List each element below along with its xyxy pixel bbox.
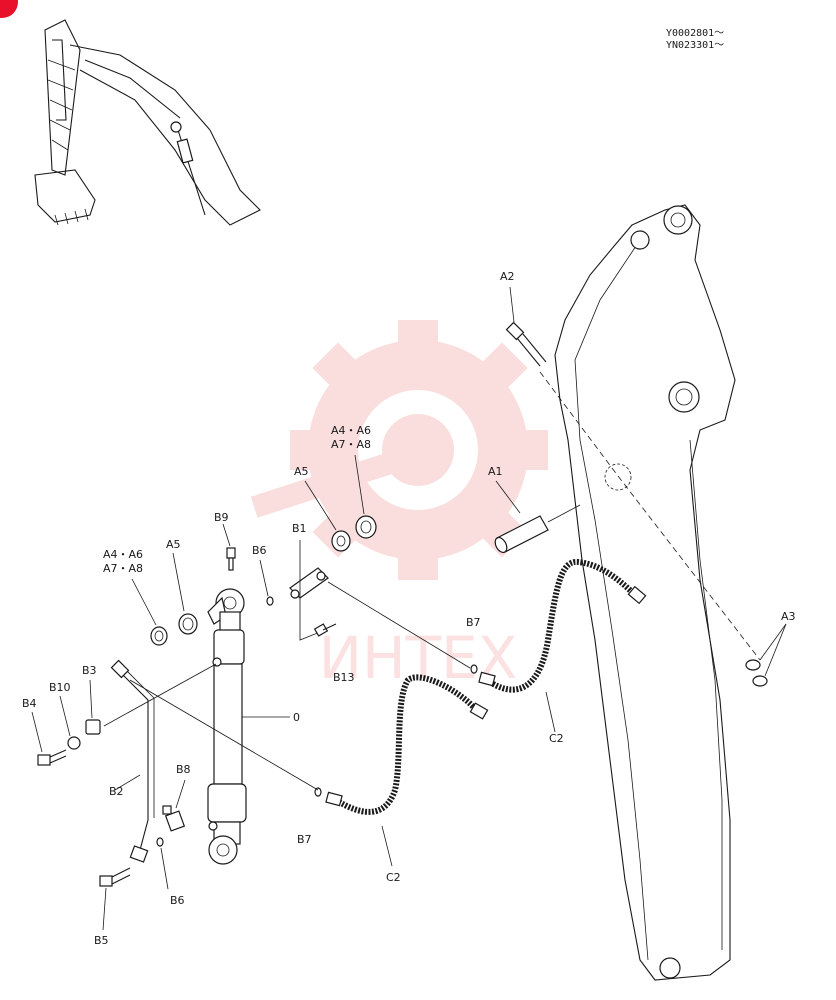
pipe-b2: [103, 659, 319, 863]
hose-c2-lower: [325, 674, 489, 815]
label-zero: 0: [293, 711, 300, 724]
oring-b6-bottom: [156, 837, 164, 847]
valve-b8: [162, 805, 186, 832]
label-b7-bottom: B7: [297, 833, 312, 846]
label-b3: B3: [82, 664, 97, 677]
label-a3: A3: [781, 610, 796, 623]
label-b1: B1: [292, 522, 307, 535]
nipple-b9: [226, 547, 236, 571]
label-c2-right: C2: [549, 732, 564, 745]
label-a7-top: A7・A8: [331, 438, 371, 451]
label-b6-bottom: B6: [170, 894, 185, 907]
excavator-thumbnail: [34, 19, 261, 226]
serial-2: YN023301～: [666, 40, 724, 51]
nuts-a3: [745, 659, 768, 687]
label-b6-top: B6: [252, 544, 267, 557]
label-a4-top: A4・A6: [331, 424, 371, 437]
label-a1: A1: [488, 465, 503, 478]
label-b9: B9: [214, 511, 229, 524]
label-a5-left: A5: [166, 538, 181, 551]
label-b2: B2: [109, 785, 124, 798]
label-b4: B4: [22, 697, 37, 710]
label-a5-top: A5: [294, 465, 309, 478]
bolt-b13: [313, 623, 337, 637]
label-b5: B5: [94, 934, 109, 947]
label-b8: B8: [176, 763, 191, 776]
label-a4-left: A4・A6: [103, 548, 143, 561]
cylinder-0: [207, 588, 247, 865]
shim-top: [331, 515, 377, 552]
washers-left: [150, 613, 198, 646]
label-b7-right: B7: [466, 616, 481, 629]
oring-b7-bottom: [314, 787, 322, 797]
bolt-b4: [37, 749, 67, 766]
corner-badge: [0, 0, 18, 18]
clamp-b3: [85, 719, 101, 735]
bolt-b5: [99, 867, 131, 887]
label-b13: B13: [333, 671, 355, 684]
label-b10: B10: [49, 681, 71, 694]
pin-a1: [494, 504, 581, 554]
label-a7-left: A7・A8: [103, 562, 143, 575]
arm-body: [554, 204, 736, 981]
oring-b6-top: [266, 596, 274, 606]
washer-b10: [67, 736, 81, 750]
oring-b7-right: [470, 664, 478, 674]
hose-c2-upper: [478, 559, 647, 693]
label-c2-bottom: C2: [386, 871, 401, 884]
serial-1: Y0002801～: [666, 28, 724, 39]
label-a2: A2: [500, 270, 515, 283]
bolt-a2: [505, 321, 547, 367]
a2-a3-leader: [539, 371, 761, 661]
pin-hole-marker: [604, 463, 632, 491]
